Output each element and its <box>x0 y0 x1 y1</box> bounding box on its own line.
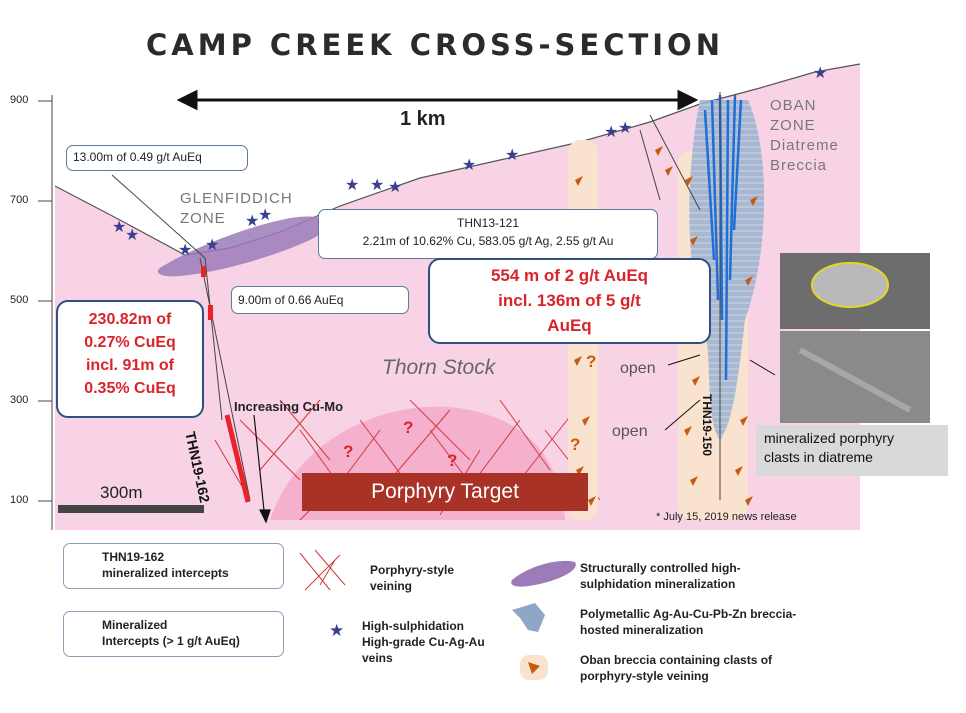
callout-13m: 13.00m of 0.49 g/t AuEq <box>66 145 248 171</box>
callout-230m: 230.82m of 0.27% CuEq incl. 91m of 0.35%… <box>56 300 204 418</box>
km-arrow <box>176 89 699 111</box>
elevation-label-700: 700 <box>10 194 29 206</box>
svg-text:★: ★ <box>370 177 384 194</box>
svg-text:★: ★ <box>618 120 632 137</box>
legend-oban-triangle <box>528 662 540 674</box>
open-arrows <box>664 354 776 431</box>
svg-text:★: ★ <box>462 157 476 174</box>
legend-veining-label: Porphyry-style veining <box>370 563 455 593</box>
callout-thn13-121-detail: 2.21m of 10.62% Cu, 583.05 g/t Ag, 2.55 … <box>362 234 614 248</box>
question-mark-1: ? <box>343 442 354 461</box>
elevation-label-300: 300 <box>10 394 29 406</box>
legend-blue-intercepts: Mineralized Intercepts (> 1 g/t AuEq) <box>63 611 284 657</box>
legend-star-icon: ★ <box>329 621 344 640</box>
question-mark-4: ? <box>586 352 597 371</box>
news-release-note: * July 15, 2019 news release <box>656 511 797 523</box>
question-mark-3: ? <box>447 451 458 470</box>
svg-text:★: ★ <box>813 65 827 82</box>
svg-text:★: ★ <box>205 237 219 254</box>
elevation-ticks <box>38 95 53 530</box>
elevation-label-900: 900 <box>10 94 29 106</box>
svg-text:★: ★ <box>388 179 402 196</box>
glenfiddich-zone-label: GLENFIDDICH ZONE <box>180 190 293 227</box>
svg-text:★: ★ <box>604 124 618 141</box>
callout-554m: 554 m of 2 g/t AuEq incl. 136m of 5 g/t … <box>428 258 711 344</box>
legend-purple-label: Structurally controlled high- sulphidati… <box>580 561 741 591</box>
page-title: CAMP CREEK CROSS-SECTION <box>146 28 724 62</box>
photo-caption: mineralized porphyry clasts in diatreme <box>756 425 948 476</box>
thorn-stock-label: Thorn Stock <box>382 356 496 379</box>
scale-bar-300m <box>58 505 204 513</box>
svg-text:★: ★ <box>245 213 259 230</box>
core-photo-clast-outline <box>811 262 889 308</box>
scale-label-1km: 1 km <box>400 108 446 130</box>
drill-traces <box>111 92 721 501</box>
svg-text:★: ★ <box>112 219 126 236</box>
question-mark-2: ? <box>403 418 414 437</box>
legend-stars-label: High-sulphidation High-grade Cu-Ag-Au ve… <box>362 619 485 665</box>
glenfiddich-zone-shape <box>157 216 328 277</box>
svg-text:★: ★ <box>178 242 192 259</box>
open-label-lower: open <box>612 423 648 440</box>
red-intercept-2 <box>208 305 213 320</box>
legend-veining-icon <box>299 549 346 591</box>
svg-text:★: ★ <box>505 147 519 164</box>
callout-9m: 9.00m of 0.66 AuEq <box>231 286 409 314</box>
porphyry-target-label: Porphyry Target <box>302 473 588 511</box>
open-label-upper: open <box>620 360 656 377</box>
oban-zone-label: OBAN ZONE Diatreme Breccia <box>770 97 839 174</box>
vein-stars: ★★ ★★ ★★ ★★ ★★ ★★ ★★ <box>112 65 827 259</box>
svg-text:★: ★ <box>125 227 139 244</box>
legend-purple-icon <box>511 560 576 587</box>
legend-blue-breccia-label: Polymetallic Ag-Au-Cu-Pb-Zn breccia- hos… <box>580 607 797 637</box>
elevation-label-100: 100 <box>10 494 29 506</box>
red-intercept-1 <box>201 266 206 277</box>
legend-oban-label: Oban breccia containing clasts of porphy… <box>580 653 773 683</box>
svg-text:★: ★ <box>345 177 359 194</box>
callout-thn13-121: THN13-121 2.21m of 10.62% Cu, 583.05 g/t… <box>318 209 658 259</box>
question-mark-5: ? <box>570 435 581 454</box>
legend-red-intercepts: THN19-162 mineralized intercepts <box>63 543 284 589</box>
increasing-arrow <box>253 414 271 524</box>
elevation-label-500: 500 <box>10 294 29 306</box>
thn19-162-intercept <box>224 414 251 503</box>
svg-text:★: ★ <box>258 207 272 224</box>
increasing-cu-mo-label: Increasing Cu-Mo <box>234 399 344 414</box>
scale-label-300m: 300m <box>100 483 143 502</box>
drillhole-label-thn19-150: THN19-150 <box>700 394 714 457</box>
callout-thn13-121-title: THN13-121 <box>456 216 520 230</box>
legend-blue-breccia-icon <box>512 603 545 632</box>
